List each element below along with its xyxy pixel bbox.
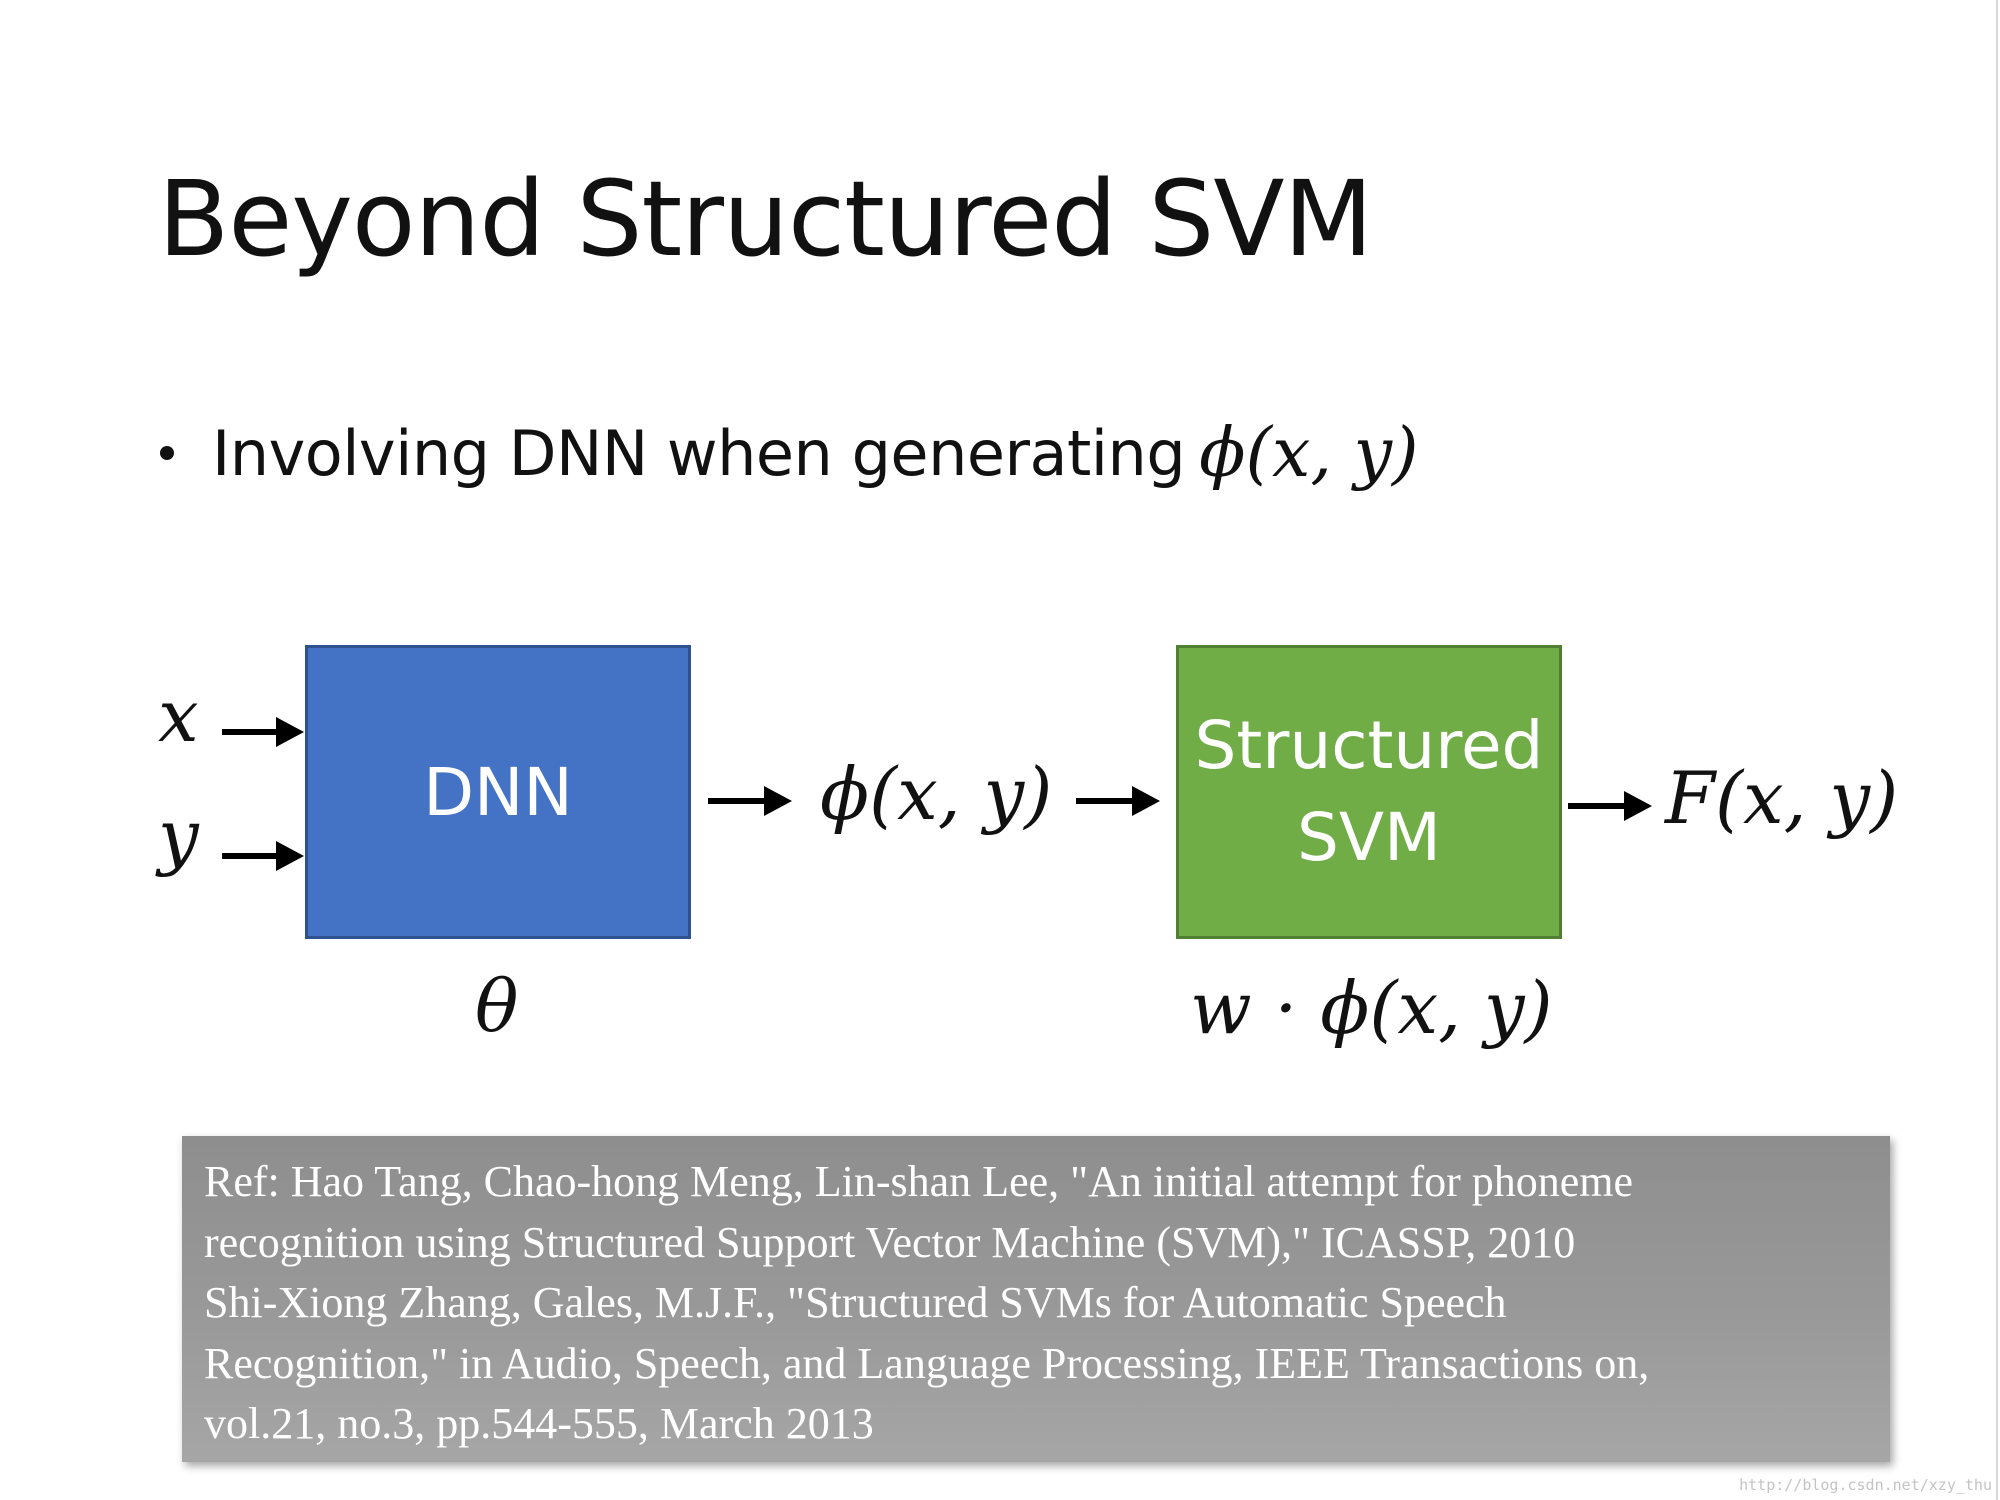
dnn-box: DNN [305,645,691,939]
bullet-math-phi: ϕ(x, y) [1199,413,1419,493]
svm-box-label-line1: Structured [1194,707,1544,784]
dnn-param-theta: θ [475,964,519,1048]
input-x-label: x [158,674,199,758]
reference-line: recognition using Structured Support Vec… [204,1217,1576,1267]
bullet-dot-icon [160,446,174,460]
bullet-text: Involving DNN when generating [212,416,1186,490]
svm-param-w-phi: w · ϕ(x, y) [1190,966,1553,1050]
reference-line: Shi-Xiong Zhang, Gales, M.J.F., "Structu… [204,1278,1507,1327]
reference-line: vol.21, no.3, pp.544-555, March 2013 [204,1399,874,1448]
reference-box: Ref: Hao Tang, Chao-hong Meng, Lin-shan … [182,1136,1890,1462]
arrow-dnn-to-feature [708,786,792,816]
watermark-url: http://blog.csdn.net/xzy_thu [1739,1476,1992,1494]
reference-line: Ref: Hao Tang, Chao-hong Meng, Lin-shan … [204,1157,1634,1206]
svm-box-label-line2: SVM [1297,799,1441,876]
slide-title: Beyond Structured SVM [158,158,1373,280]
slide-right-border [1996,0,1998,1500]
structured-svm-box: Structured SVM [1176,645,1562,939]
bullet-item: Involving DNN when generating ϕ(x, y) [160,408,1419,498]
arrow-x-to-dnn [222,717,304,747]
arrow-feature-to-svm [1076,786,1160,816]
arrow-y-to-dnn [222,841,304,871]
input-y-label: y [158,794,199,878]
output-F-label: F(x, y) [1665,756,1899,840]
feature-phi-label: ϕ(x, y) [820,752,1053,836]
reference-line: Recognition," in Audio, Speech, and Lang… [204,1338,1650,1388]
dnn-box-label: DNN [423,753,573,831]
arrow-svm-to-output [1568,791,1652,821]
